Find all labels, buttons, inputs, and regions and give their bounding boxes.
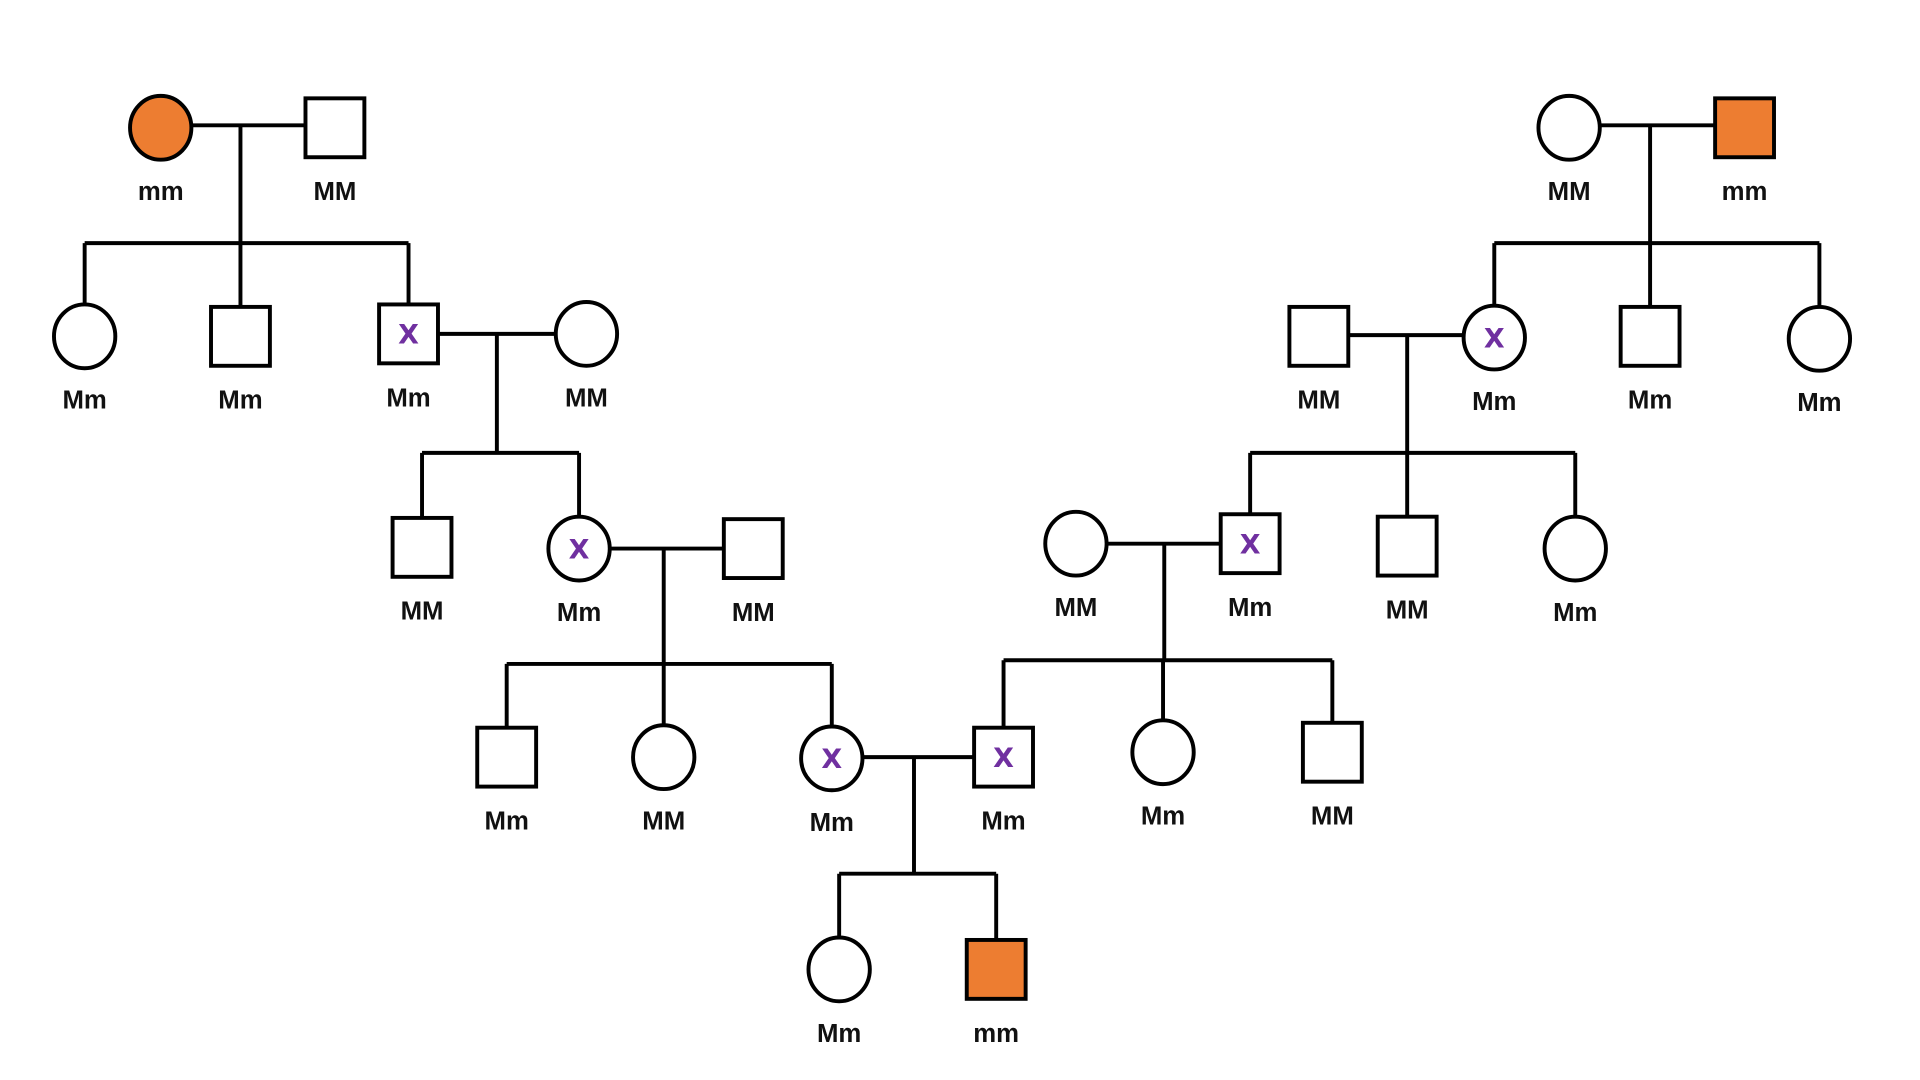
female-circle-icon — [806, 935, 872, 1004]
genotype-label: Mm — [817, 1020, 861, 1048]
female-circle-icon — [52, 302, 118, 371]
genotype-label: Mm — [62, 387, 106, 415]
individual-R2a: X Mm — [1461, 303, 1527, 416]
genotype-label: Mm — [981, 808, 1025, 836]
individual-L4b: MM — [631, 723, 697, 836]
female-circle-icon — [546, 514, 612, 583]
genotype-label: MM — [313, 178, 356, 206]
genotype-label: Mm — [810, 809, 854, 837]
pedigree-lines — [82, 123, 1822, 939]
male-square-icon — [377, 302, 440, 366]
female-circle-icon — [1043, 509, 1109, 578]
male-square-icon — [390, 515, 454, 579]
individual-L1M: MM — [303, 96, 367, 206]
individual-R3c: Mm — [1542, 514, 1608, 627]
male-square-icon — [475, 725, 539, 789]
carrier-x-mark: X — [1484, 323, 1505, 354]
genotype-label: Mm — [1628, 387, 1672, 415]
male-square-icon — [1618, 304, 1682, 368]
individual-C5b: mm — [964, 937, 1028, 1048]
female-circle-icon — [1786, 304, 1853, 373]
female-circle-icon — [799, 724, 865, 793]
genotype-label: Mm — [485, 808, 529, 836]
male-square-icon — [303, 96, 367, 160]
male-square-icon — [209, 304, 272, 368]
female-circle-icon — [1536, 93, 1602, 162]
individual-L4a: Mm — [475, 725, 539, 836]
genotype-label: Mm — [386, 384, 430, 412]
genotype-label: MM — [1054, 594, 1097, 622]
individual-L2b: Mm — [209, 304, 272, 415]
genotype-label: MM — [1386, 597, 1429, 625]
male-square-icon — [972, 725, 1035, 789]
female-circle-icon — [128, 93, 194, 162]
genotype-label: mm — [1722, 178, 1768, 206]
individual-R4b: Mm — [1130, 718, 1196, 831]
carrier-x-mark: X — [993, 743, 1014, 774]
individual-R3a: X Mm — [1218, 512, 1282, 622]
genotype-label: MM — [1311, 803, 1354, 831]
genotype-label: MM — [565, 384, 608, 412]
male-square-icon — [1713, 96, 1776, 160]
female-circle-icon — [553, 300, 620, 368]
genotype-label: MM — [1297, 387, 1340, 415]
genotype-label: MM — [401, 598, 444, 626]
individual-L2a: Mm — [52, 302, 118, 415]
carrier-x-mark: X — [569, 534, 590, 565]
male-square-icon — [964, 937, 1028, 1001]
individual-L2c: X Mm — [377, 302, 440, 412]
male-square-icon — [1300, 720, 1364, 784]
individual-L3a: MM — [390, 515, 454, 626]
female-circle-icon — [631, 723, 697, 792]
individual-L3b: X Mm — [546, 514, 612, 627]
individual-R3b: MM — [1375, 514, 1439, 625]
male-square-icon — [1218, 512, 1282, 576]
female-circle-icon — [1461, 303, 1527, 372]
individual-R3s: MM — [1043, 509, 1109, 622]
individual-L3s: MM — [721, 517, 785, 627]
female-circle-icon — [1130, 718, 1196, 787]
genotype-label: Mm — [1228, 594, 1272, 622]
genotype-label: Mm — [1797, 389, 1841, 417]
male-square-icon — [1375, 514, 1439, 578]
genotype-label: Mm — [1141, 803, 1185, 831]
individual-R4a: MM — [1300, 720, 1364, 831]
individual-L1F: mm — [128, 93, 194, 206]
genotype-label: MM — [642, 808, 685, 836]
individual-L4c: X Mm — [799, 724, 865, 837]
genotype-label: MM — [732, 599, 775, 627]
genotype-label: Mm — [557, 599, 601, 627]
genotype-label: mm — [973, 1020, 1019, 1048]
genotype-label: Mm — [218, 387, 262, 415]
carrier-x-mark: X — [821, 744, 842, 775]
genotype-label: Mm — [1553, 599, 1597, 627]
genotype-label: mm — [138, 178, 184, 206]
genotype-label: MM — [1548, 178, 1591, 206]
individual-R2c: Mm — [1786, 304, 1853, 417]
individual-R1M: mm — [1713, 96, 1776, 206]
carrier-x-mark: X — [398, 320, 419, 351]
individual-R2b: Mm — [1618, 304, 1682, 415]
individual-C5a: Mm — [806, 935, 872, 1048]
individual-L2s: MM — [553, 300, 620, 412]
genotype-label: Mm — [1472, 388, 1516, 416]
female-circle-icon — [1542, 514, 1608, 583]
individual-R4c: X Mm — [972, 725, 1035, 836]
individual-R2s: MM — [1287, 304, 1351, 415]
individual-R1F: MM — [1536, 93, 1602, 206]
male-square-icon — [721, 517, 785, 580]
carrier-x-mark: X — [1240, 529, 1261, 560]
male-square-icon — [1287, 304, 1351, 368]
